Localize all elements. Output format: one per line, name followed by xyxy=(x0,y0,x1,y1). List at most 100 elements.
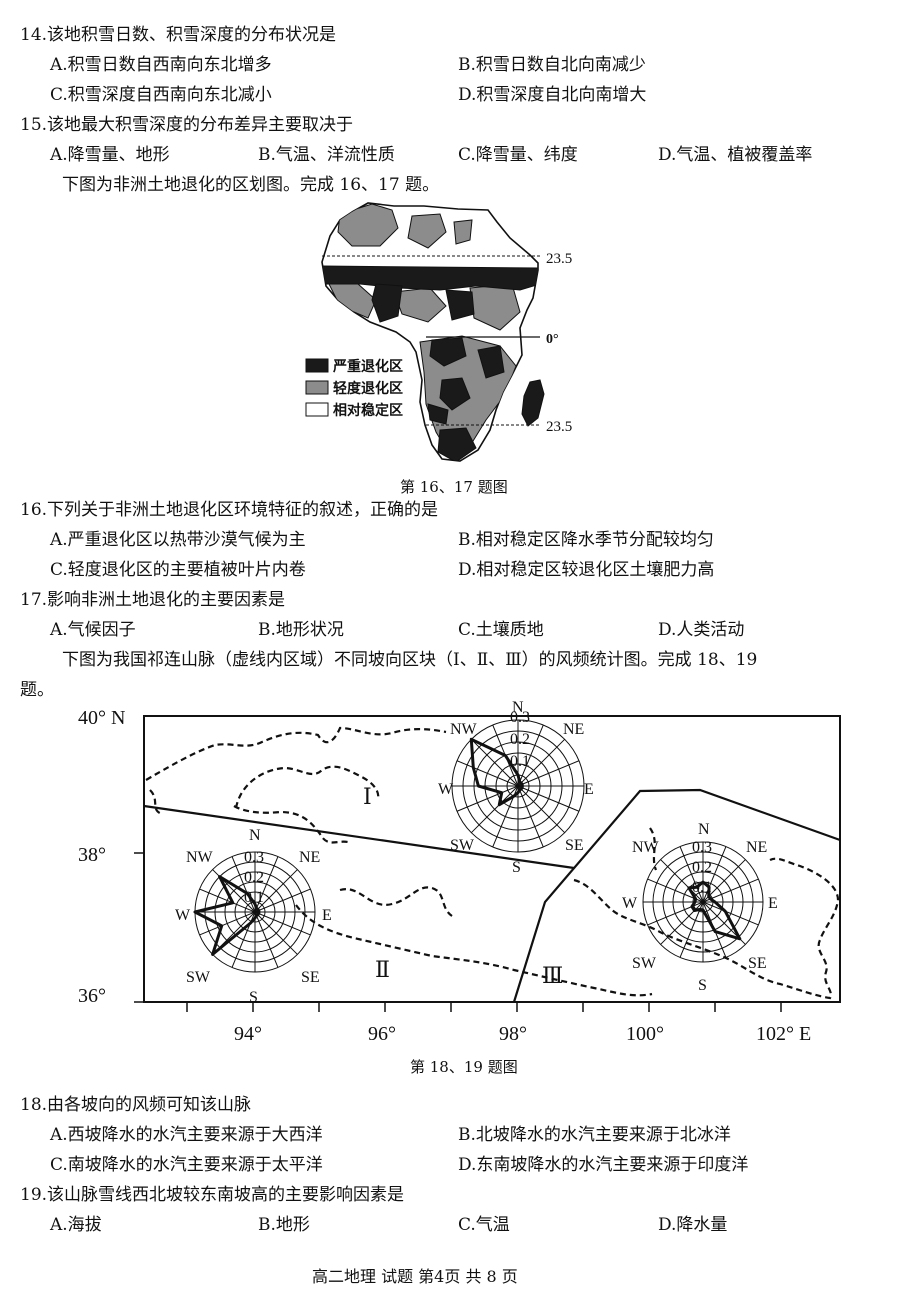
rose-spoke xyxy=(517,785,544,848)
rose-ii-n: N xyxy=(249,827,261,844)
wind-rose-polygon-1 xyxy=(469,737,524,807)
q18-option-c: C.南坡降水的水汽主要来源于太平洋 xyxy=(50,1155,323,1175)
rose-spoke xyxy=(199,911,256,936)
rose-spoke xyxy=(254,856,279,913)
lon-label-102e: 102° E xyxy=(756,1023,811,1045)
rose-spoke xyxy=(254,911,298,955)
rose-i-s: S xyxy=(512,859,521,876)
q19-stem: 19.该山脉雪线西北坡较东南坡高的主要影响因素是 xyxy=(20,1185,405,1205)
rose-i-sw: SW xyxy=(450,837,475,854)
intro-18-19-line1: 下图为我国祁连山脉（虚线内区域）不同坡向区块（Ⅰ、Ⅱ、Ⅲ）的风频统计图。完成 1… xyxy=(62,650,758,670)
rose-spoke xyxy=(517,724,544,787)
q17-option-c: C.土壤质地 xyxy=(458,620,544,640)
wind-rose-polygon-3 xyxy=(687,880,742,941)
rose-iii-scale-02: 0.2 xyxy=(692,859,712,876)
rose-spoke xyxy=(254,911,311,936)
q16-option-a: A.严重退化区以热带沙漠气候为主 xyxy=(50,530,306,550)
rose-spoke xyxy=(679,901,704,958)
rose-iii-nw: NW xyxy=(632,839,660,856)
q18-option-a: A.西坡降水的水汽主要来源于大西洋 xyxy=(50,1125,323,1145)
lat-label-36: 36° xyxy=(78,985,106,1007)
rose-i-scale-03: 0.3 xyxy=(510,709,530,726)
rose-spoke xyxy=(517,738,566,787)
rose-iii-sw: SW xyxy=(632,955,657,972)
rose-iii-scale-01: 0.1 xyxy=(692,879,712,896)
rose-iii-n: N xyxy=(698,821,710,838)
block-label-ii: Ⅱ xyxy=(375,957,390,982)
qilian-wind-map: 40° N 38° 36° 94° 96° 98° 100° 102° E Ⅰ … xyxy=(78,700,841,1045)
q14-option-a: A.积雪日数自西南向东北增多 xyxy=(50,55,272,75)
q16-option-c: C.轻度退化区的主要植被叶片内卷 xyxy=(50,560,306,580)
rose-ii-e: E xyxy=(322,907,332,924)
africa-degradation-map: 23.5 0° 23.5 严重退化区 轻度退化区 相对稳定区 xyxy=(305,202,572,462)
rose-spoke xyxy=(199,888,256,913)
lat-label-40n: 40° N xyxy=(78,707,125,729)
legend-swatch-severe xyxy=(305,358,329,373)
q18-stem: 18.由各坡向的风频可知该山脉 xyxy=(20,1095,252,1115)
rose-spoke xyxy=(517,785,580,812)
q15-option-b: B.气温、洋流性质 xyxy=(258,145,395,165)
rose-iii-w: W xyxy=(622,895,638,912)
q15-stem: 15.该地最大积雪深度的分布差异主要取决于 xyxy=(20,115,354,135)
q17-stem: 17.影响非洲土地退化的主要因素是 xyxy=(20,590,286,610)
rose-spoke xyxy=(702,901,759,926)
lon-label-94: 94° xyxy=(234,1023,262,1045)
legend-label-severe: 严重退化区 xyxy=(332,358,403,375)
rose-iii-scale-03: 0.3 xyxy=(692,839,712,856)
block-label-i: Ⅰ xyxy=(363,784,372,809)
rose-spoke xyxy=(517,785,566,834)
intro-18-19-line2: 题。 xyxy=(20,680,54,700)
rose-i-e: E xyxy=(584,781,594,798)
rose-i-se: SE xyxy=(565,837,584,854)
rose-spoke xyxy=(254,911,279,968)
rose-ii-se: SE xyxy=(301,969,320,986)
rose-spoke xyxy=(702,846,727,903)
rose-i-nw: NW xyxy=(450,721,478,738)
rose-ii-s: S xyxy=(249,989,258,1006)
lon-label-96: 96° xyxy=(368,1023,396,1045)
rose-spoke xyxy=(702,878,759,903)
q14-option-c: C.积雪深度自西南向东北减小 xyxy=(50,85,272,105)
page-footer: 高二地理 试题 第4页 共 8 页 xyxy=(312,1267,518,1286)
rose-spoke xyxy=(660,901,704,945)
rose-spoke xyxy=(231,856,256,913)
legend-swatch-light xyxy=(305,380,329,395)
rose-ii-scale-03: 0.3 xyxy=(244,849,264,866)
rose-ii-sw: SW xyxy=(186,969,211,986)
rose-ii-w: W xyxy=(175,907,191,924)
q17-option-d: D.人类活动 xyxy=(658,620,745,640)
rose-spoke xyxy=(254,869,298,913)
rose-i-ne: NE xyxy=(563,721,584,738)
rose-ii-scale-02: 0.2 xyxy=(244,869,264,886)
rose-iii-se: SE xyxy=(748,955,767,972)
q18-option-d: D.东南坡降水的水汽主要来源于印度洋 xyxy=(458,1155,749,1175)
rose-spoke xyxy=(470,785,519,834)
rose-i-n: N xyxy=(512,700,524,716)
lon-label-98: 98° xyxy=(499,1023,527,1045)
wind-rose-polygon-2 xyxy=(193,875,261,956)
rose-ii-scale-01: 0.1 xyxy=(244,889,264,906)
legend-label-stable: 相对稳定区 xyxy=(333,402,403,419)
wind-map-caption: 第 18、19 题图 xyxy=(410,1058,518,1076)
rose-iii-e: E xyxy=(768,895,778,912)
rose-spoke xyxy=(254,888,311,913)
lon-label-100: 100° xyxy=(626,1023,664,1045)
q16-stem: 16.下列关于非洲土地退化区环境特征的叙述，正确的是 xyxy=(20,500,439,520)
rose-spoke xyxy=(456,760,519,787)
lat-label-north: 23.5 xyxy=(546,251,572,267)
wind-rose-block-iii: N NE E SE S SW W NW 0.3 0.2 0.1 xyxy=(622,821,778,994)
q15-option-d: D.气温、植被覆盖率 xyxy=(658,145,813,165)
lat-label-equator: 0° xyxy=(546,332,559,347)
q17-option-b: B.地形状况 xyxy=(258,620,344,640)
wind-rose-block-ii: N NE E SE S SW W NW 0.3 0.2 0.1 xyxy=(175,827,332,1006)
block-label-iii: Ⅲ xyxy=(542,963,563,988)
legend-swatch-stable xyxy=(305,402,329,417)
q17-option-a: A.气候因子 xyxy=(50,620,136,640)
rose-spoke xyxy=(470,738,519,787)
rose-spoke xyxy=(660,859,704,903)
lat-label-38: 38° xyxy=(78,844,106,866)
q14-option-d: D.积雪深度自北向南增大 xyxy=(458,85,647,105)
q19-option-d: D.降水量 xyxy=(658,1215,728,1235)
q14-option-b: B.积雪日数自北向南减少 xyxy=(458,55,646,75)
q19-option-b: B.地形 xyxy=(258,1215,310,1235)
